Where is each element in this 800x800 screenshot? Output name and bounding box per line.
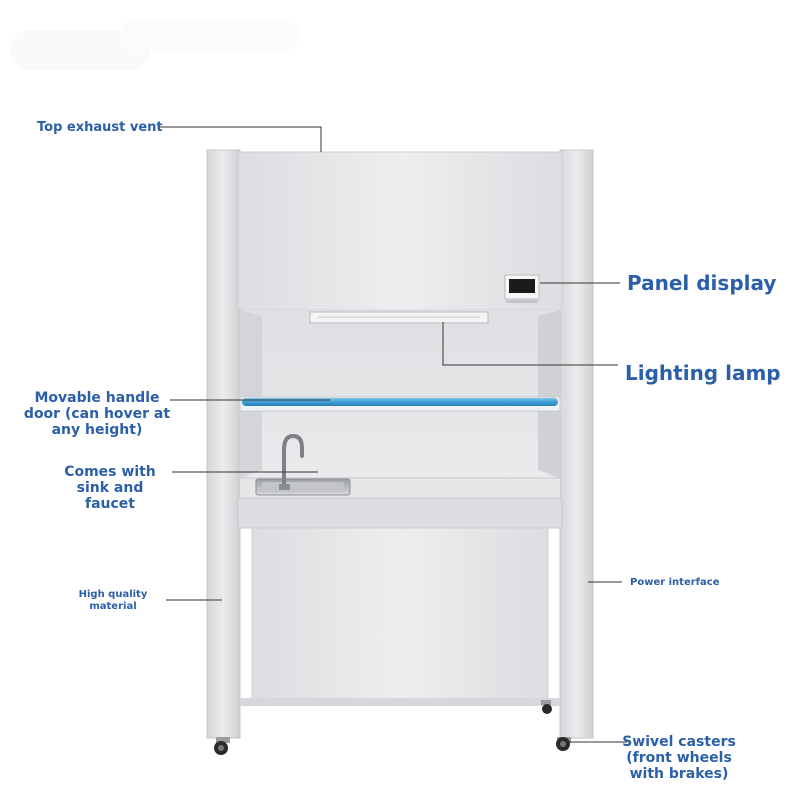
work-chamber: [240, 310, 560, 480]
lower-cabinet-base: [240, 698, 560, 706]
lighting-lamp-bar: [309, 311, 489, 324]
chamber-left-wall: [240, 310, 262, 478]
callout-panel-display: Panel display: [627, 271, 777, 295]
callout-top-exhaust-vent: Top exhaust vent: [37, 120, 163, 135]
caster-rear-right: [541, 700, 552, 714]
leader-lines: [160, 126, 627, 743]
callout-swivel-casters: Swivel casters (front wheels with brakes…: [622, 734, 736, 783]
chamber-right-wall: [538, 310, 560, 478]
callout-high-quality-material: High quality material: [78, 589, 148, 612]
callout-lighting-lamp: Lighting lamp: [625, 361, 781, 385]
callout-power-interface: Power interface: [630, 577, 720, 588]
leader-lighting-lamp: [442, 322, 618, 366]
leader-top-exhaust-vent: [160, 126, 322, 152]
faucet: [279, 433, 304, 490]
sink-basin: [255, 478, 351, 496]
sash-handle-bar: [239, 396, 561, 412]
callout-movable-handle-door: Movable handle door (can hover at any he…: [23, 390, 171, 439]
background-blur: [10, 20, 300, 70]
left-post: [206, 149, 241, 739]
caster-front-right: [556, 737, 571, 751]
caster-front-left: [214, 737, 230, 755]
right-post: [559, 149, 594, 739]
lower-cabinet: [251, 527, 549, 701]
panel-display-unit: [504, 274, 540, 303]
callout-sink-and-faucet: Comes with sink and faucet: [64, 464, 156, 513]
